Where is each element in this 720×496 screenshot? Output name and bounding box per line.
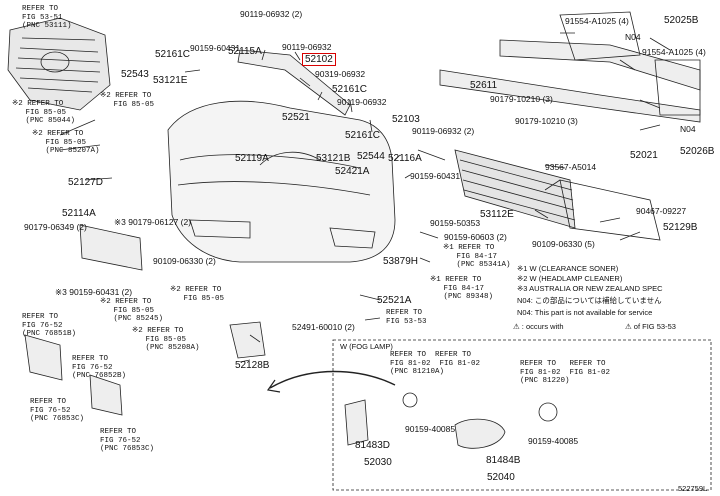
part-label: 90159-60431	[410, 171, 461, 181]
footnote: ⚠ of FIG 53-53	[625, 322, 676, 331]
refer-to-note: REFER TO FIG 76-52 (PNC 76852B)	[72, 355, 127, 380]
part-label: 52128B	[235, 360, 270, 371]
part-label: 90179-06349 (2)	[24, 222, 87, 232]
catalog-id: 522759L	[678, 484, 708, 493]
side-trim-left	[24, 334, 63, 381]
part-label: 52161C	[155, 49, 191, 60]
part-label: 52129B	[663, 222, 698, 233]
fog-lamp-box	[332, 339, 712, 491]
part-label: 52115A	[228, 46, 262, 57]
part-label: 90159-40085	[528, 436, 579, 446]
part-label: 90119-06932	[282, 42, 332, 52]
part-label: N04	[680, 124, 696, 134]
part-label: ※3 90159-60431 (2)	[55, 287, 133, 297]
part-label: 90179-10210 (3)	[515, 116, 578, 126]
part-label: 90159-60603 (2)	[444, 232, 507, 242]
refer-to-note: REFER TO FIG 53-53	[386, 309, 427, 326]
part-label: 52103	[392, 114, 420, 125]
footnote: ⚠ : occurs with	[513, 322, 564, 331]
part-label: 52521A	[377, 295, 412, 306]
part-label: 52119A	[235, 153, 269, 164]
refer-to-note: ※2 REFER TO FIG 85-05 (PNC 85245)	[100, 298, 164, 323]
part-label: 90179-10210 (3)	[490, 94, 553, 104]
part-label: 90109-06330 (5)	[532, 239, 595, 249]
refer-to-note: REFER TO FIG 76-52 (PNC 76853C)	[30, 398, 85, 423]
part-label: 52127D	[68, 177, 104, 188]
footnote: N04: This part is not available for serv…	[517, 308, 653, 317]
refer-to-note: ※1 REFER TO FIG 84-17 (PNC 85341A)	[443, 244, 511, 269]
license-plate-bracket	[79, 224, 143, 271]
part-label: 52026B	[680, 146, 715, 157]
part-label: 52161C	[345, 130, 381, 141]
part-label: 90159-40085	[405, 424, 456, 434]
part-label: 52025B	[664, 15, 699, 26]
fog-lamp-caption: W (FOG LAMP)	[340, 342, 393, 351]
part-label: 90467-09227	[636, 206, 687, 216]
refer-to-note: ※2 REFER TO FIG 85-05 (PNC 85044)	[12, 100, 76, 125]
refer-to-note: ※1 REFER TO FIG 84-17 (PNC 89348)	[430, 276, 494, 301]
part-label: 91554-A1025 (4)	[565, 16, 629, 26]
refer-to-note: ※2 REFER TO FIG 85-05 (PNC 85207A)	[32, 130, 100, 155]
reinforcement-drawing	[439, 11, 701, 123]
refer-to-note: ※2 REFER TO FIG 85-05 (PNC 85208A)	[132, 327, 200, 352]
part-label: 52544	[357, 151, 385, 162]
refer-to-note: ※2 REFER TO FIG 85-05	[100, 92, 155, 109]
refer-to-note: REFER TO REFER TO FIG 81-02 FIG 81-02 (P…	[520, 360, 611, 385]
part-label: 52521	[282, 112, 310, 123]
footnote: ※2 W (HEADLAMP CLEANER)	[517, 274, 623, 283]
refer-to-note: REFER TO FIG 76-52 (PNC 76851B)	[22, 313, 77, 338]
refer-to-note: ※2 REFER TO FIG 85-05	[170, 286, 225, 303]
refer-to-note: REFER TO REFER TO FIG 81-02 FIG 81-02 (P…	[390, 351, 481, 376]
footnote: ※1 W (CLEARANCE SONER)	[517, 264, 619, 273]
part-label: 52491-60010 (2)	[292, 322, 355, 332]
fog-cover-drawing	[229, 321, 266, 359]
part-label: 90159-60431	[190, 43, 241, 53]
part-label: 53121E	[153, 75, 188, 86]
part-label: 52161C	[332, 84, 368, 95]
part-label: 90319-06932	[315, 69, 366, 79]
part-label: 90109-06330 (2)	[153, 256, 216, 266]
part-label: 53112E	[480, 209, 514, 220]
bumper-cover-drawing	[167, 100, 396, 263]
footnote: N04: この部品については補給していません	[517, 296, 662, 305]
part-label: 52611	[470, 80, 498, 91]
lower-grille-drawing	[454, 149, 661, 241]
part-label: ※3 90179-06127 (2)	[114, 217, 192, 227]
part-label: 81484B	[486, 455, 521, 466]
part-label: 52114A	[62, 208, 96, 219]
refer-to-note: REFER TO FIG 53-51 (PNC 53111)	[22, 5, 72, 30]
part-label: 52040	[487, 472, 515, 483]
part-label: 90159-50353	[430, 218, 481, 228]
part-label: 53121B	[316, 153, 351, 164]
part-label: 90119-06932 (2)	[412, 126, 475, 136]
part-label: 52030	[364, 457, 392, 468]
footnote: ※3 AUSTRALIA OR NEW ZEALAND SPEC	[517, 284, 663, 293]
part-label: 91554-A1025 (4)	[642, 47, 706, 57]
part-label: 52116A	[388, 153, 422, 164]
part-label: 90119-06932	[337, 97, 387, 107]
part-label: N04	[625, 32, 641, 42]
part-label: 93567-A5014	[545, 162, 597, 172]
part-label: 52543	[121, 69, 149, 80]
part-label: 52421A	[335, 166, 370, 177]
refer-to-note: REFER TO FIG 76-52 (PNC 76853C)	[100, 428, 155, 453]
part-label: 90119-06932 (2)	[240, 9, 303, 19]
retainer-drawing	[237, 49, 351, 116]
radiator-grille-drawing	[7, 17, 111, 111]
side-trim-right	[89, 374, 123, 416]
part-label: 52021	[630, 150, 658, 161]
part-label: 81483D	[355, 440, 391, 451]
part-label: 53879H	[383, 256, 419, 267]
highlighted-part-label[interactable]: 52102	[302, 53, 336, 66]
